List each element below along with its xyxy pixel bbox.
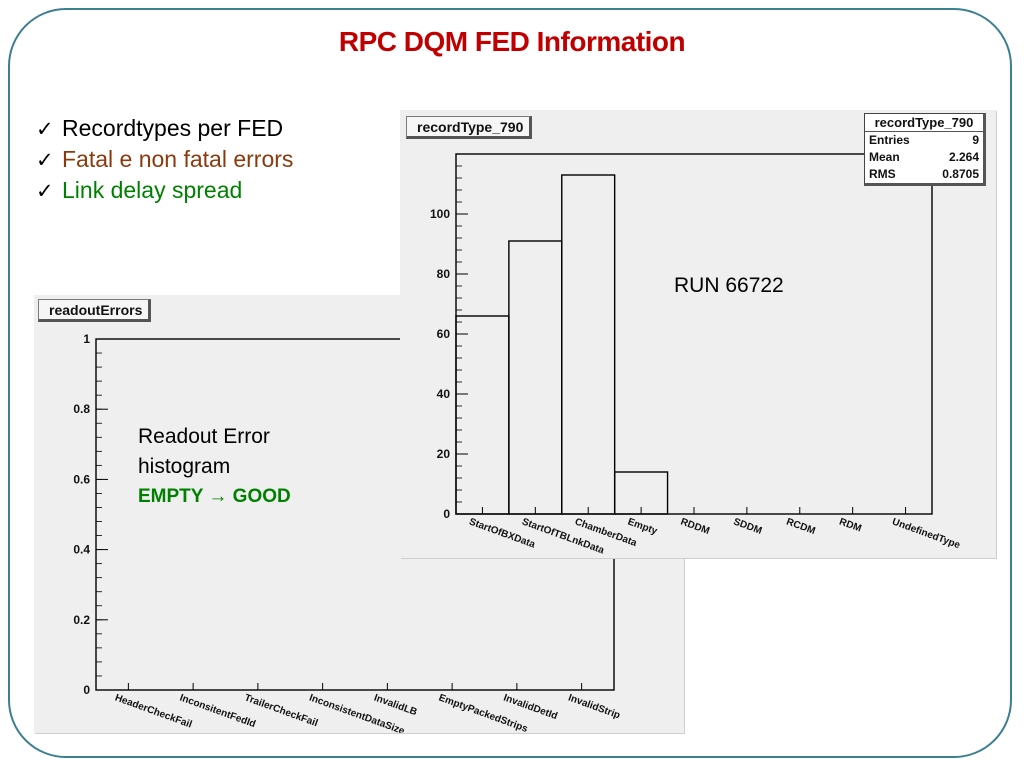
bullet-link-delay: ✓ Link delay spread xyxy=(36,175,293,206)
stats-entries-label: Entries xyxy=(869,133,910,147)
record-type-chart: 020406080100StartOfBXDataStartOfTBLnkDat… xyxy=(430,153,962,557)
record-bar xyxy=(508,240,563,515)
record-y-tick-label: 40 xyxy=(437,387,451,401)
record-x-tick-label: RDM xyxy=(838,516,863,534)
readout-errors-title: readoutErrors xyxy=(38,299,152,322)
readout-x-tick-label: InvalidStrip xyxy=(567,692,622,721)
readout-y-tick-label: 0 xyxy=(83,683,90,697)
stats-title: recordType_790 xyxy=(865,114,983,132)
arrow-right-icon: → xyxy=(208,486,228,507)
stats-rms-label: RMS xyxy=(869,167,896,181)
readout-x-tick-label: InvalidLB xyxy=(372,692,418,718)
stats-entries-row: Entries 9 xyxy=(865,132,983,149)
record-y-tick-label: 80 xyxy=(437,267,451,281)
record-bar xyxy=(561,174,616,515)
record-type-title: recordType_790 xyxy=(406,116,533,139)
readout-y-tick-label: 0.4 xyxy=(73,543,90,557)
readout-y-tick-label: 1 xyxy=(83,332,90,346)
readout-note-line2: histogram xyxy=(138,455,231,478)
stats-box: recordType_790 Entries 9 Mean 2.264 RMS 0.8… xyxy=(864,113,986,186)
status-empty: EMPTY xyxy=(138,486,204,507)
slide-title: RPC DQM FED Information xyxy=(338,26,686,57)
record-bar xyxy=(613,471,669,515)
stats-entries-value: 9 xyxy=(972,133,979,147)
stats-mean-value: 2.264 xyxy=(948,150,979,164)
readout-y-tick-label: 0.8 xyxy=(73,402,90,416)
record-x-tick-label: RDDM xyxy=(679,516,711,537)
bullet-recordtypes: ✓ Recordtypes per FED xyxy=(36,113,293,144)
stats-rms-row: RMS 0.8705 xyxy=(865,166,983,183)
record-y-tick-label: 20 xyxy=(437,447,451,461)
bullet-list: ✓ Recordtypes per FED ✓ Fatal e non fatal … xyxy=(36,113,293,206)
checkmark-icon: ✓ xyxy=(36,148,54,172)
stats-mean-label: Mean xyxy=(869,150,900,164)
stats-rms-value: 0.8705 xyxy=(942,167,979,181)
readout-y-tick-label: 0.2 xyxy=(73,613,90,627)
bullet-fatal-errors: ✓ Fatal e non fatal errors xyxy=(36,144,293,175)
record-x-tick-label: Empty xyxy=(626,516,659,537)
readout-status: EMPTY → GOOD xyxy=(138,486,291,508)
bullet-text: Fatal e non fatal errors xyxy=(62,146,294,172)
record-x-tick-label: UndefinedType xyxy=(891,516,962,551)
status-good: GOOD xyxy=(232,486,291,507)
stats-mean-row: Mean 2.264 xyxy=(865,149,983,166)
record-x-tick-label: RCDM xyxy=(785,516,817,537)
bullet-text: Link delay spread xyxy=(62,177,243,203)
bullet-text: Recordtypes per FED xyxy=(62,115,284,141)
run-label: RUN 66722 xyxy=(674,274,784,297)
checkmark-icon: ✓ xyxy=(36,117,54,141)
record-bar xyxy=(455,315,510,515)
readout-errors-chart: 00.20.40.60.81HeaderCheckFailInconsitent… xyxy=(73,332,622,733)
readout-y-tick-label: 0.6 xyxy=(73,472,90,486)
readout-note-line1: Readout Error xyxy=(138,425,270,448)
record-y-tick-label: 0 xyxy=(443,507,450,521)
record-x-tick-label: SDDM xyxy=(732,516,763,536)
record-y-tick-label: 60 xyxy=(437,327,451,341)
record-plot-frame xyxy=(455,153,933,515)
record-y-tick-label: 100 xyxy=(430,207,450,221)
checkmark-icon: ✓ xyxy=(36,179,54,203)
